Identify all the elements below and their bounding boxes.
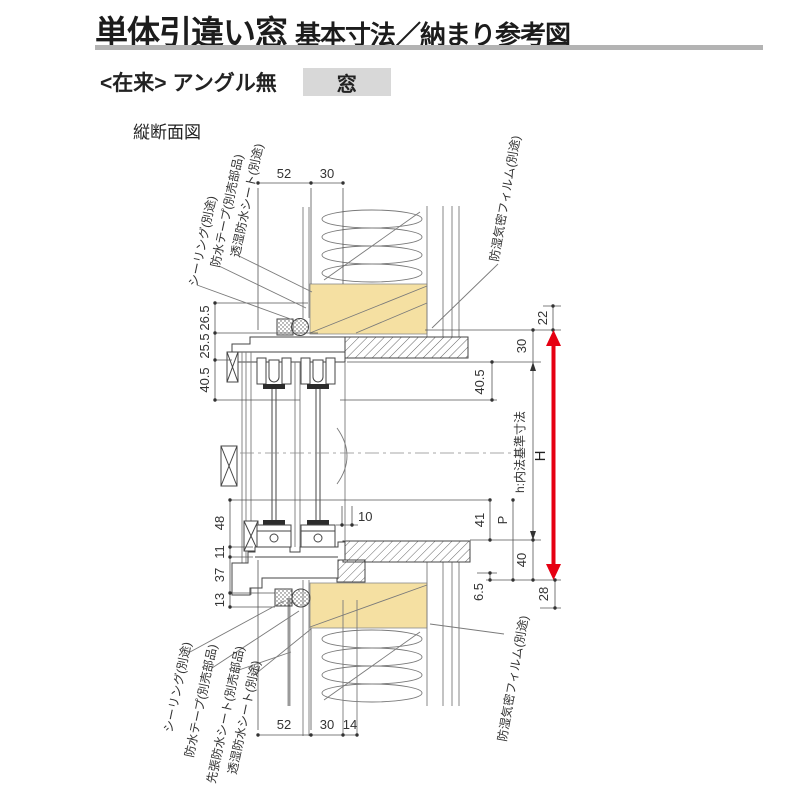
title-main: 単体引違い窓 [95,14,288,51]
height-arrow-shaft [551,344,556,566]
sill-board [342,540,471,563]
dim-37: 37 [212,568,227,582]
dim-265: 26.5 [197,305,212,330]
dim-255: 25.5 [197,333,212,358]
section-label: 縦断面図 [133,123,201,142]
inner-sash [300,357,336,548]
dim-65: 6.5 [471,583,486,601]
sill-board-drop [336,559,366,583]
window-tag-badge: 窓 [302,68,391,96]
window-frame [220,318,516,608]
dim-41: 41 [472,513,487,527]
dim-H: H [532,451,549,462]
subheader-prefix: <在来> [100,72,167,95]
screen-section-top [226,351,239,383]
dim-405-right: 40.5 [472,369,487,394]
dim-11: 11 [212,545,227,559]
screen-section-mid [220,445,238,487]
insulation-top-icon [321,209,423,283]
title-rule [95,45,763,50]
dim-10: 10 [358,509,372,524]
dim-h-note: h:内法基準寸法 [512,411,527,493]
sill-wood [309,582,428,629]
dim-top-52: 52 [277,166,291,181]
callout-labels: シーリング(別途) 防水テープ(別売部品) 透湿防水シート(別途) 防湿気密フィ… [160,134,531,784]
dim-bottom-30: 30 [320,717,334,732]
height-arrow: H [532,330,561,580]
wall-bottom [287,562,460,736]
dim-bottom-52: 52 [277,717,291,732]
backer-rod-bottom [291,588,311,608]
subheader-label: アングル無 [172,72,277,95]
backer-rod-top [291,318,309,336]
dim-28: 28 [536,587,551,601]
dim-48: 48 [212,516,227,530]
lintel-wood [309,283,428,335]
dim-top-30: 30 [320,166,334,181]
insulation-bottom-icon [321,629,423,703]
interior-casing [336,336,471,583]
callout-vapor-film-top: 防湿気密フィルム(別途) [486,134,523,262]
dim-bottom-14: 14 [343,717,357,732]
dimensions: 52 30 26.5 25.5 40.5 48 11 37 13 10 [197,166,561,737]
dim-22: 22 [535,311,550,325]
outer-sash [256,357,292,548]
height-arrow-head-down [546,564,561,580]
dim-p: P [495,516,510,525]
sill-frame [231,541,346,596]
wall-top [302,206,460,337]
dim-405-left: 40.5 [197,367,212,392]
dim-40: 40 [514,553,529,567]
head-casing [344,336,469,359]
dim-13: 13 [212,593,227,607]
dim-30-right: 30 [514,339,529,353]
subheader: <在来> アングル無 窓 [100,67,391,97]
sealing-bottom [274,588,293,607]
screen-section-bottom [243,520,259,552]
break-symbol [240,427,516,485]
height-arrow-head-up [546,330,561,346]
